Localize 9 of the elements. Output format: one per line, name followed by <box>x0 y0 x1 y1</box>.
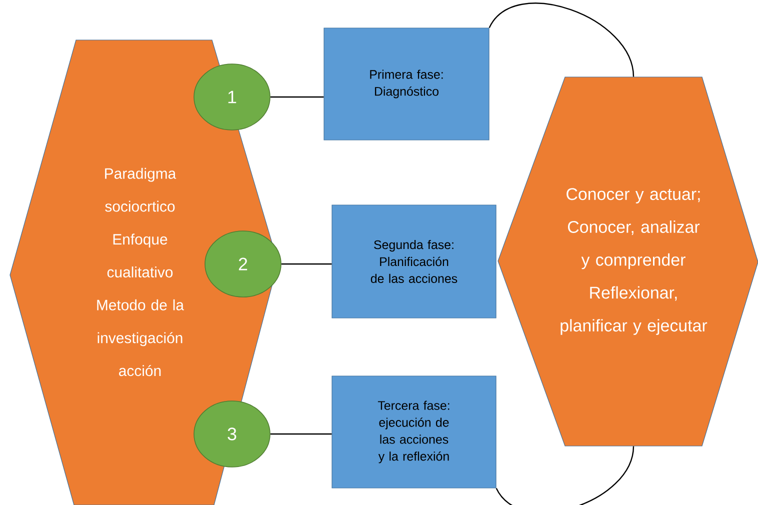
phase-box: Segunda fase: Planificación de las acciones <box>332 204 496 318</box>
phase-box: Tercera fase: ejecución de las acciones y la reflexión <box>332 376 496 488</box>
connector-line <box>270 433 332 435</box>
hexagon: Conocer y actuar; Conocer, analizar y comprender Reflexionar, planificar y ejecutar <box>498 76 758 446</box>
phase-box: Primera fase: Diagnóstico <box>324 28 490 140</box>
connector-arc <box>488 2 634 77</box>
connector-line <box>270 96 324 98</box>
connector-arc <box>496 446 634 505</box>
connector-line <box>281 263 332 265</box>
